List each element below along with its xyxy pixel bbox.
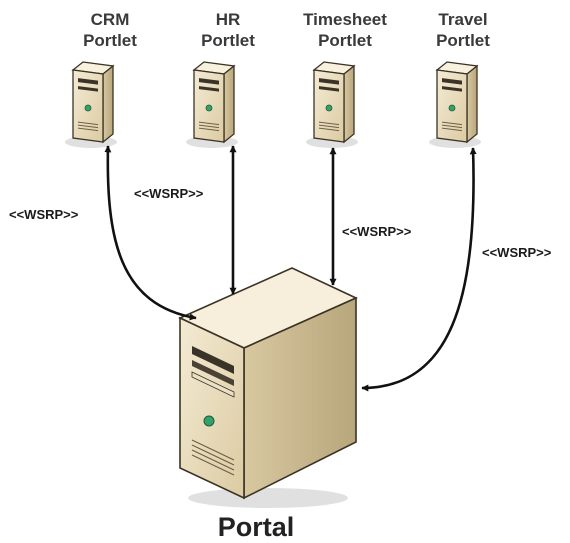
wsrp-link-crm	[104, 145, 197, 321]
portlet-timesheet-line2: Portlet	[318, 31, 372, 50]
portal-label: Portal	[218, 512, 295, 542]
wsrp-label-travel: <<WSRP>>	[482, 245, 552, 260]
portlet-hr-line2: Portlet	[201, 31, 255, 50]
crm-portlet-server-icon	[64, 61, 118, 149]
wsrp-link-travel	[361, 147, 477, 392]
wsrp-label-hr: <<WSRP>>	[134, 186, 204, 201]
hr-portlet-server-icon	[185, 61, 239, 149]
portlet-crm-line2: Portlet	[83, 31, 137, 50]
portlet-label-travel: Travel Portlet	[436, 10, 490, 50]
wsrp-label-timesheet: <<WSRP>>	[342, 224, 412, 239]
timesheet-portlet-server-icon	[305, 61, 359, 149]
portlet-travel-line2: Portlet	[436, 31, 490, 50]
portlet-hr-line1: HR	[216, 10, 241, 29]
portlet-label-crm: CRM Portlet	[83, 10, 137, 50]
portal-server-icon	[178, 267, 358, 508]
wsrp-label-crm: <<WSRP>>	[9, 207, 79, 222]
travel-portlet-server-icon	[428, 61, 482, 149]
portlet-label-timesheet: Timesheet Portlet	[303, 10, 387, 50]
portlet-label-hr: HR Portlet	[201, 10, 255, 50]
portlet-travel-line1: Travel	[438, 10, 487, 29]
portlet-timesheet-line1: Timesheet	[303, 10, 387, 29]
portlet-crm-line1: CRM	[91, 10, 130, 29]
